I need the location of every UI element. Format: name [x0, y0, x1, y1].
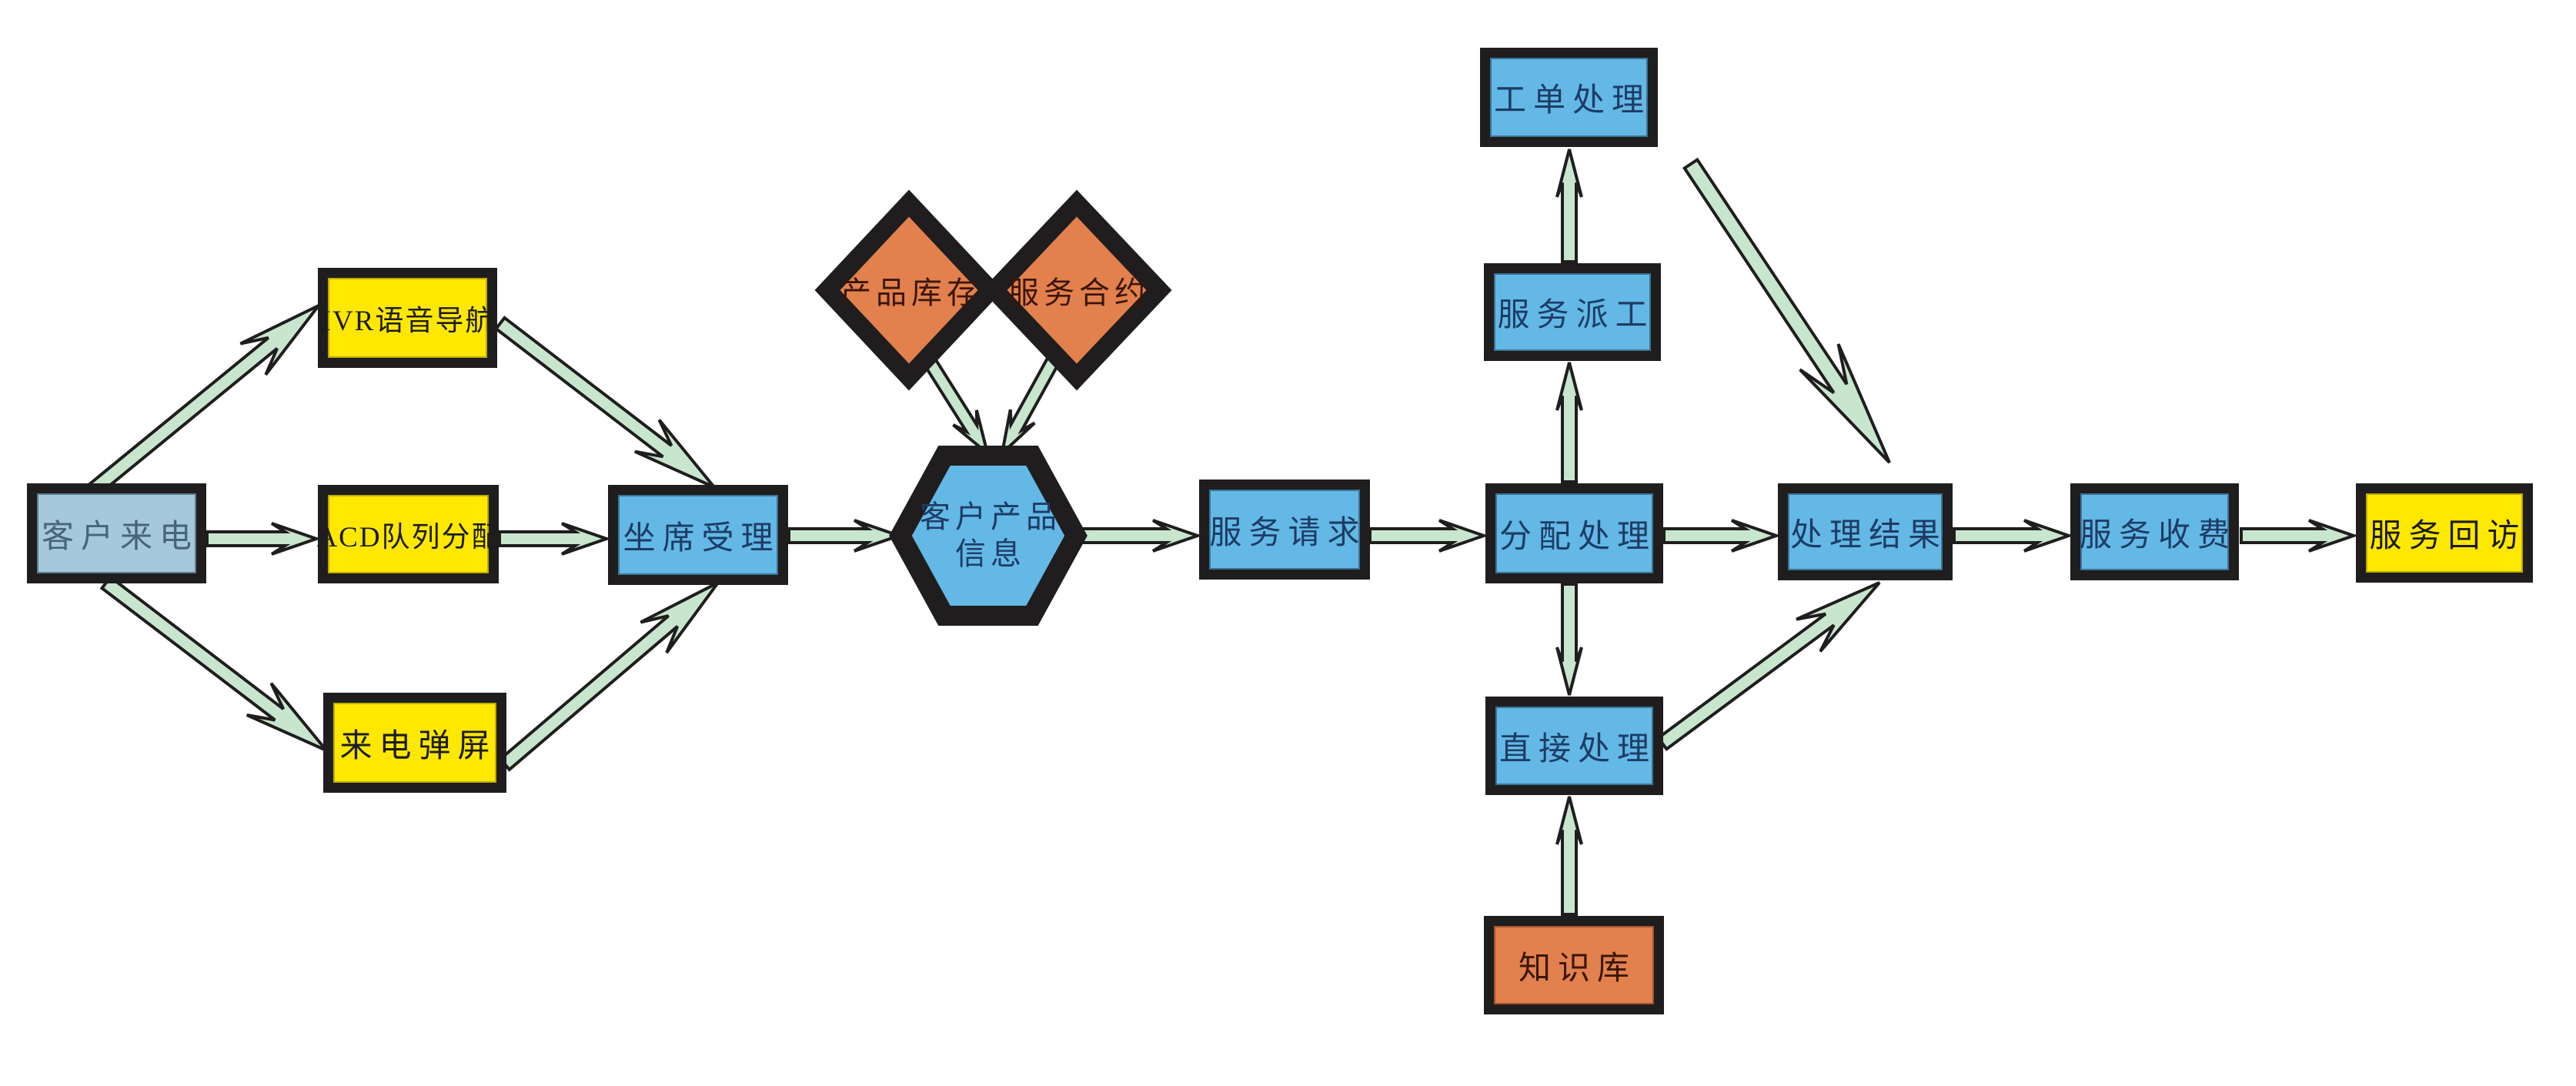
node-label: 知识库	[1518, 951, 1636, 987]
node-service-charge: 服务收费	[2070, 483, 2239, 580]
arrow-request-to-assign	[1368, 519, 1489, 553]
arrow-dispatch-to-workorder	[1555, 149, 1583, 263]
node-ivr-navigation: IVR语音导航	[318, 268, 497, 368]
node-label: 服务回访	[2369, 519, 2527, 554]
node-knowledge-base: 知识库	[1484, 916, 1664, 1014]
arrow-customer-call-to-popup	[99, 574, 328, 752]
node-acd-queue: ACD队列分配	[316, 485, 502, 583]
arrow-info-to-request	[1074, 519, 1203, 553]
node-label: 分配处理	[1499, 519, 1657, 555]
node-label: 来电弹屏	[339, 728, 497, 764]
node-service-contract-shape	[981, 189, 1172, 391]
node-label: 处理结果	[1790, 517, 1948, 553]
node-handling-result: 处理结果	[1778, 483, 1953, 580]
node-label: 服务派工	[1497, 298, 1655, 333]
node-label: 服务收费	[2080, 517, 2237, 553]
node-label: ACD队列分配	[316, 522, 502, 553]
arrow-agent-to-info	[787, 519, 904, 553]
node-call-popup: 来电弹屏	[323, 693, 506, 793]
arrow-assign-to-result	[1662, 519, 1782, 553]
arrow-acd-to-agent	[498, 522, 612, 556]
node-label: 工单处理	[1494, 83, 1652, 119]
node-direct-handling: 直接处理	[1485, 697, 1663, 795]
node-label: 直接处理	[1499, 731, 1657, 767]
arrow-customer-call-to-ivr	[87, 304, 320, 497]
arrow-charge-to-followup	[2240, 519, 2359, 553]
arrow-knowledge-to-direct	[1555, 796, 1583, 916]
node-assign-handling: 分配处理	[1485, 483, 1663, 583]
arrow-ivr-to-agent	[493, 316, 716, 489]
node-service-followup: 服务回访	[2356, 483, 2533, 583]
arrow-direct-to-result	[1656, 581, 1881, 751]
node-label: IVR语音导航	[321, 306, 496, 337]
node-product-inventory-shape	[814, 189, 1004, 391]
node-agent-handling: 坐席受理	[608, 485, 788, 585]
node-service-request: 服务请求	[1199, 480, 1370, 580]
node-customer-call: 客户来电	[27, 483, 206, 583]
arrow-contract-to-info	[999, 350, 1064, 458]
arrow-popup-to-agent	[498, 581, 720, 772]
arrow-result-to-charge	[1953, 519, 2074, 553]
node-customer-product-info-shape	[889, 446, 1088, 626]
node-label: 客户来电	[42, 519, 199, 555]
arrow-customer-call-to-acd	[205, 522, 322, 556]
arrow-assign-to-dispatch	[1555, 362, 1583, 483]
node-label: 服务请求	[1209, 515, 1367, 551]
arrow-workorder-to-result	[1682, 157, 1891, 464]
arrow-assign-to-direct	[1555, 583, 1583, 696]
node-work-order-handling: 工单处理	[1480, 48, 1658, 147]
node-service-dispatch: 服务派工	[1484, 263, 1661, 361]
node-label: 坐席受理	[623, 520, 780, 556]
